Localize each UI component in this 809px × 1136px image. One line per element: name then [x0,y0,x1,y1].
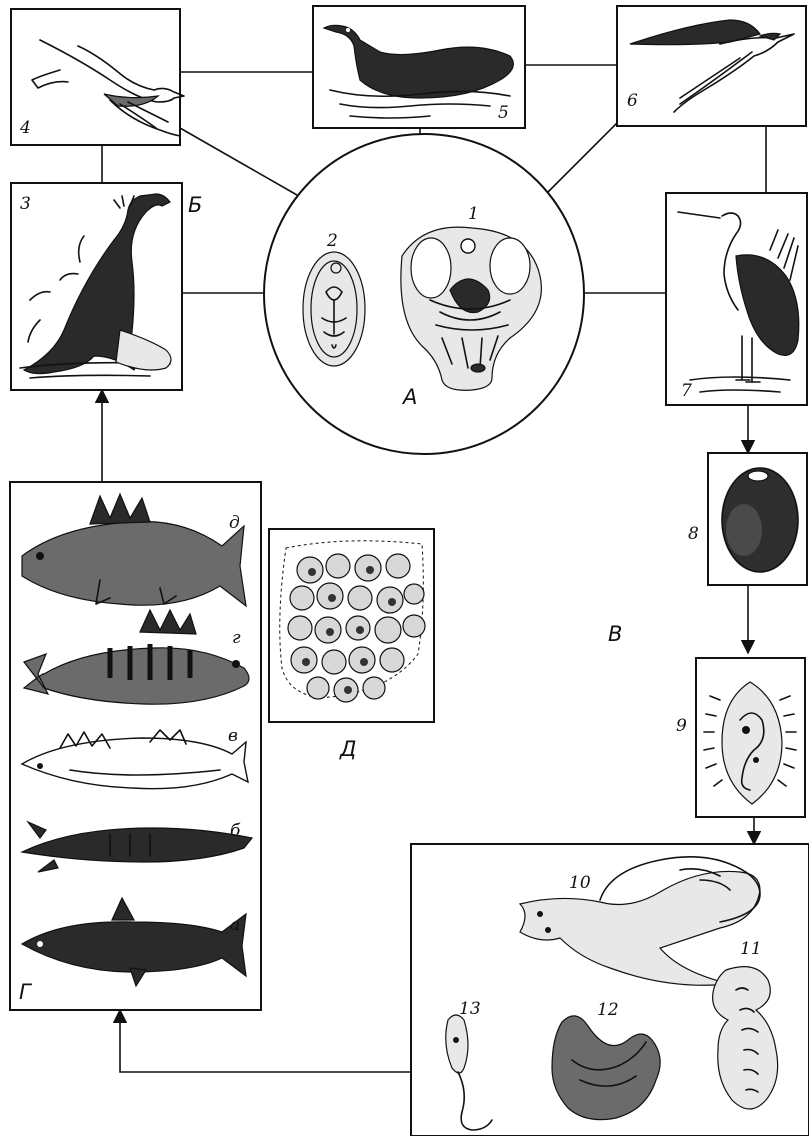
box-stage-7 [666,193,807,405]
label-stage-10: 10 [569,873,591,893]
label-stage-4: 4 [19,118,31,138]
label-stage-6: 6 [627,91,638,111]
box-snail-stages [411,844,809,1136]
box-cyst-panel [269,529,434,722]
box-stage-9 [696,658,805,817]
label-stage-11: 11 [740,939,762,959]
label-cycle: В [608,622,622,646]
arrow-snail-to-fish [120,1010,411,1072]
label-stage-1: 1 [468,204,479,224]
label-stage-2: 2 [326,231,338,251]
label-stage-5: 5 [498,103,509,123]
label-fish-d: д [229,513,240,533]
label-stage-8: 8 [688,524,699,544]
label-stage-13: 13 [459,999,481,1019]
label-stage-9: 9 [676,716,687,736]
box-stage-4 [11,9,184,145]
box-stage-5 [313,6,525,128]
label-fish-g: г [232,628,241,648]
label-cyst-panel: Д [339,737,356,761]
label-fish-b: б [230,821,241,841]
box-fish [10,482,261,1010]
box-stage-3 [11,183,182,390]
label-stage-12: 12 [597,1000,619,1020]
label-fish-a: а [230,915,240,935]
label-center-host: А [401,385,417,409]
host-circle [264,134,584,454]
label-stage-7: 7 [681,381,692,401]
stage-2-drawing [303,252,365,366]
label-cormorant-box: Б [188,193,202,217]
box-stage-8 [708,453,807,585]
label-fish-v: в [228,726,238,746]
label-stage-3: 3 [20,194,31,214]
box-stage-6 [617,6,806,126]
